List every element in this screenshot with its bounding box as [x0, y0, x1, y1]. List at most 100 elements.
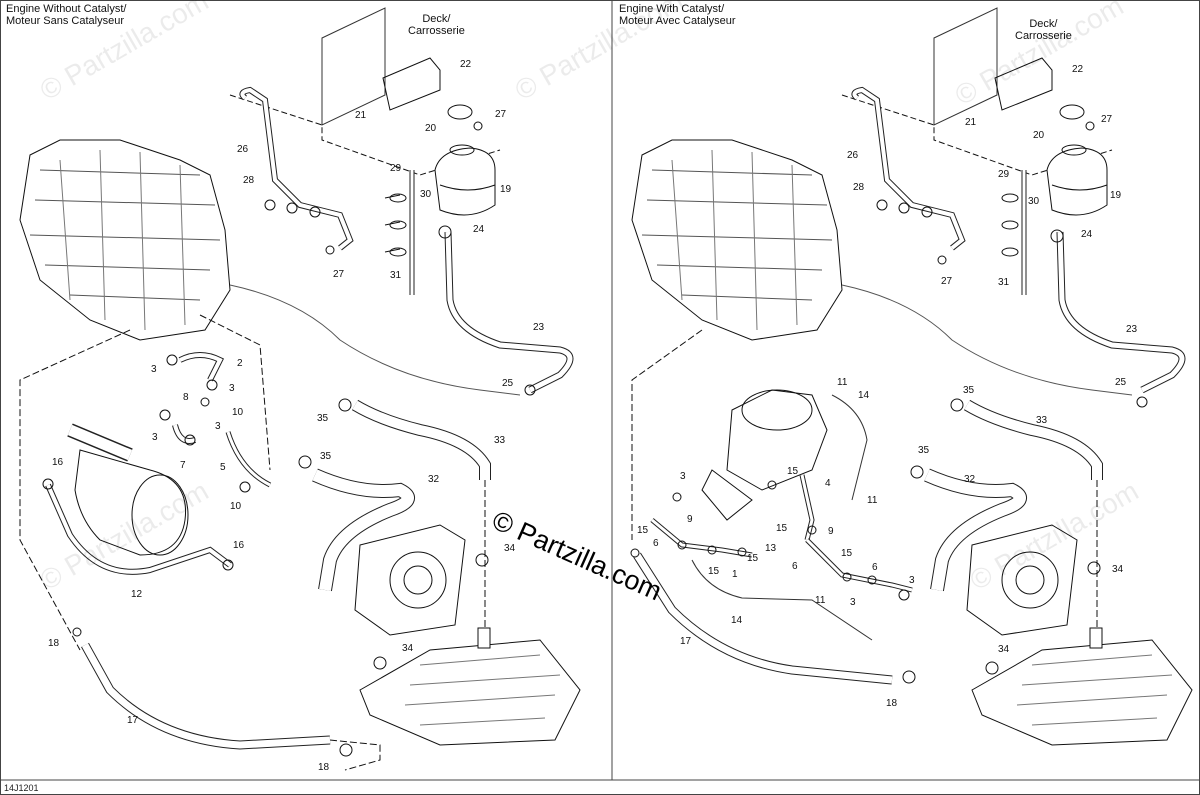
svg-text:31: 31	[998, 277, 1010, 288]
left-deck-line2: Carrosserie	[408, 25, 465, 37]
svg-text:3: 3	[229, 383, 235, 394]
svg-text:35: 35	[320, 451, 332, 462]
muffler-left	[74, 449, 187, 556]
svg-text:29: 29	[390, 163, 402, 174]
svg-text:26: 26	[237, 144, 249, 155]
svg-text:17: 17	[127, 715, 139, 726]
svg-text:30: 30	[420, 189, 432, 200]
deck-plate-right	[933, 7, 998, 126]
svg-text:25: 25	[502, 378, 514, 389]
svg-text:11: 11	[867, 495, 878, 506]
engine-block-left	[19, 139, 231, 341]
svg-text:25: 25	[1115, 377, 1127, 388]
deck-plate-left	[321, 7, 386, 126]
left-title-line1: Engine Without Catalyst/	[6, 3, 127, 15]
svg-text:24: 24	[1081, 229, 1093, 240]
left-deck-label: Deck/ Carrosserie	[408, 13, 465, 37]
svg-text:16: 16	[233, 540, 245, 551]
svg-text:23: 23	[533, 322, 545, 333]
svg-text:10: 10	[230, 501, 242, 512]
svg-text:7: 7	[180, 460, 186, 471]
pump-housing-right	[966, 524, 1078, 636]
ride-plate-right	[971, 639, 1193, 746]
svg-text:6: 6	[792, 561, 798, 572]
svg-text:33: 33	[1036, 415, 1048, 426]
svg-text:18: 18	[318, 762, 330, 773]
svg-text:29: 29	[998, 169, 1010, 180]
svg-text:20: 20	[1033, 130, 1045, 141]
svg-text:28: 28	[853, 182, 865, 193]
svg-text:16: 16	[52, 457, 64, 468]
svg-text:34: 34	[402, 643, 414, 654]
svg-text:28: 28	[243, 175, 255, 186]
svg-text:14: 14	[858, 390, 870, 401]
right-title-line1: Engine With Catalyst/	[619, 3, 725, 15]
bracket-right	[994, 57, 1053, 111]
svg-text:32: 32	[428, 474, 440, 485]
svg-text:15: 15	[776, 523, 788, 534]
svg-text:22: 22	[1072, 64, 1084, 75]
svg-text:35: 35	[963, 385, 975, 396]
svg-text:4: 4	[825, 478, 831, 489]
clamps-right	[630, 121, 1148, 684]
svg-text:15: 15	[747, 553, 759, 564]
hose-17-left	[81, 642, 331, 750]
reservoir-left	[434, 147, 496, 216]
svg-text:20: 20	[425, 123, 437, 134]
svg-text:23: 23	[1126, 324, 1138, 335]
right-deck-line1: Deck/	[1029, 18, 1058, 30]
svg-text:27: 27	[495, 109, 507, 120]
svg-text:9: 9	[828, 526, 834, 537]
svg-text:13: 13	[765, 543, 777, 554]
svg-text:11: 11	[815, 595, 826, 606]
reservoir-right	[1046, 147, 1108, 216]
svg-text:18: 18	[886, 698, 898, 709]
svg-text:21: 21	[355, 110, 367, 121]
svg-text:6: 6	[872, 562, 878, 573]
right-deck-label: Deck/ Carrosserie	[1015, 18, 1072, 42]
svg-text:3: 3	[909, 575, 915, 586]
svg-text:33: 33	[494, 435, 506, 446]
svg-text:26: 26	[847, 150, 859, 161]
svg-text:27: 27	[333, 269, 345, 280]
svg-text:5: 5	[220, 462, 226, 473]
right-panel-drawing	[630, 7, 1193, 746]
svg-text:35: 35	[317, 413, 329, 424]
engine-block-right	[631, 139, 843, 341]
left-deck-line1: Deck/	[422, 13, 451, 25]
right-title-line2: Moteur Avec Catalyseur	[619, 15, 736, 27]
svg-text:15: 15	[708, 566, 720, 577]
ride-plate-left	[359, 639, 581, 746]
svg-text:1: 1	[732, 569, 738, 580]
svg-text:14: 14	[731, 615, 743, 626]
svg-text:3: 3	[680, 471, 686, 482]
svg-text:11: 11	[837, 377, 848, 388]
right-panel-title: Engine With Catalyst/ Moteur Avec Cataly…	[619, 3, 736, 27]
svg-text:30: 30	[1028, 196, 1040, 207]
svg-text:18: 18	[48, 638, 60, 649]
svg-text:34: 34	[504, 543, 516, 554]
svg-text:17: 17	[680, 636, 692, 647]
svg-text:15: 15	[787, 466, 799, 477]
hose-23-left	[444, 231, 574, 394]
svg-text:27: 27	[1101, 114, 1113, 125]
left-panel-title: Engine Without Catalyst/ Moteur Sans Cat…	[6, 3, 126, 27]
svg-text:34: 34	[1112, 564, 1124, 575]
svg-text:24: 24	[473, 224, 485, 235]
svg-text:12: 12	[131, 589, 143, 600]
svg-text:10: 10	[232, 407, 244, 418]
svg-text:32: 32	[964, 474, 976, 485]
left-title-line2: Moteur Sans Catalyseur	[6, 15, 124, 27]
svg-text:8: 8	[183, 392, 189, 403]
svg-text:3: 3	[850, 597, 856, 608]
svg-text:19: 19	[500, 184, 512, 195]
catalyst-right	[726, 389, 828, 491]
svg-text:6: 6	[653, 538, 659, 549]
svg-text:9: 9	[687, 514, 693, 525]
pump-housing-left	[354, 524, 466, 636]
svg-text:2: 2	[237, 358, 243, 369]
hose-23-right	[1056, 231, 1186, 394]
svg-text:21: 21	[965, 117, 977, 128]
callouts-right: 22 21 20 27 26 28 19 29 30 24 31 27 23 1…	[637, 64, 1138, 709]
